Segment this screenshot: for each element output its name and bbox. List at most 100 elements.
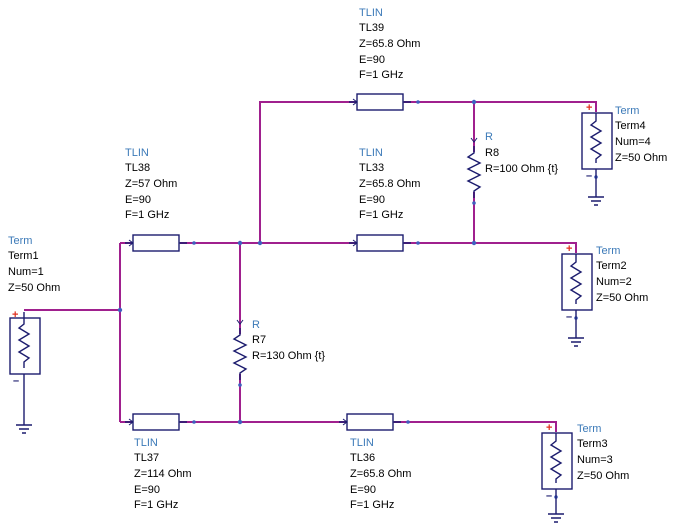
label-term2: Term Term2 Num=2 Z=50 Ohm — [596, 245, 648, 304]
param-z: Z=114 Ohm — [134, 468, 192, 480]
tlin-tl37[interactable] — [125, 413, 196, 431]
param-f: F=1 GHz — [125, 209, 169, 221]
tlin-body[interactable] — [346, 413, 394, 431]
component-type: TLIN — [125, 147, 149, 159]
junction-dot — [117, 307, 123, 313]
term-body[interactable] — [541, 432, 573, 490]
param-num: Num=1 — [8, 266, 44, 278]
tlin-body[interactable] — [132, 413, 180, 431]
term-resistor-icon — [17, 312, 31, 368]
term-term3[interactable]: + – — [541, 422, 573, 523]
label-tl36: TLIN TL36 Z=65.8 Ohm E=90 F=1 GHz — [350, 437, 411, 511]
pin-arrow-icon — [128, 418, 134, 426]
component-name: Term3 — [577, 438, 608, 450]
component-type: TLIN — [134, 437, 158, 449]
component-name: R8 — [485, 147, 499, 159]
label-term4: Term Term4 Num=4 Z=50 Ohm — [615, 105, 667, 164]
wire-branch-up — [259, 101, 356, 243]
pin-arrow-icon — [470, 137, 478, 143]
minus-marker-icon: – — [546, 490, 552, 502]
junction-dot — [237, 419, 243, 425]
component-type: Term — [8, 235, 32, 247]
component-type: Term — [577, 423, 601, 435]
term-resistor-icon — [549, 433, 563, 483]
pin-dot — [416, 100, 420, 104]
param-e: E=90 — [125, 194, 151, 206]
component-name: Term2 — [596, 260, 627, 272]
param-z: Z=50 Ohm — [596, 292, 648, 304]
pin-dot — [416, 241, 420, 245]
wires — [24, 101, 597, 432]
component-name: R7 — [252, 334, 266, 346]
param-e: E=90 — [359, 194, 385, 206]
pin-arrow-icon — [128, 239, 134, 247]
label-r8: R R8 R=100 Ohm {t} — [485, 131, 558, 175]
param-r: R=130 Ohm {t} — [252, 350, 325, 362]
component-type: Term — [615, 105, 639, 117]
label-tl39: TLIN TL39 Z=65.8 Ohm E=90 F=1 GHz — [359, 7, 420, 81]
minus-marker-icon: – — [13, 375, 19, 387]
junction-dot — [257, 240, 263, 246]
param-f: F=1 GHz — [350, 499, 394, 511]
component-type: R — [252, 319, 260, 331]
param-e: E=90 — [134, 484, 160, 496]
wire-tl33-term2 — [404, 242, 577, 253]
term-body[interactable] — [9, 317, 41, 375]
resistor-r8[interactable] — [466, 137, 482, 205]
pin-dot — [192, 420, 196, 424]
pin-arrow-icon — [236, 319, 244, 325]
param-f: F=1 GHz — [359, 69, 403, 81]
term-term1[interactable]: + – — [9, 309, 41, 434]
tlin-tl38[interactable] — [125, 234, 196, 252]
plus-marker-icon: + — [586, 102, 592, 114]
tlin-tl36[interactable] — [339, 413, 410, 431]
component-name: TL38 — [125, 162, 150, 174]
tlin-body[interactable] — [356, 93, 404, 111]
ground-icon — [548, 513, 564, 523]
tlin-tl39[interactable] — [349, 93, 420, 111]
component-type: Term — [596, 245, 620, 257]
resistor-r7[interactable] — [232, 319, 248, 387]
term-resistor-icon — [569, 254, 583, 304]
param-z: Z=65.8 Ohm — [350, 468, 411, 480]
param-num: Num=4 — [615, 136, 651, 148]
resistor-zigzag-icon[interactable] — [232, 328, 248, 380]
junctions — [117, 99, 477, 425]
plus-marker-icon: + — [12, 309, 18, 321]
minus-marker-icon: – — [586, 170, 592, 182]
plus-marker-icon: + — [566, 243, 572, 255]
param-num: Num=3 — [577, 454, 613, 466]
minus-marker-icon: – — [566, 311, 572, 323]
resistor-zigzag-icon[interactable] — [466, 146, 482, 198]
tlin-tl33[interactable] — [349, 234, 420, 252]
junction-dot — [237, 240, 243, 246]
param-z: Z=50 Ohm — [8, 282, 60, 294]
param-e: E=90 — [359, 54, 385, 66]
component-name: TL39 — [359, 22, 384, 34]
component-name: Term4 — [615, 120, 646, 132]
param-e: E=90 — [350, 484, 376, 496]
term-body[interactable] — [581, 112, 613, 170]
ground-icon — [568, 337, 584, 347]
pin-dot — [472, 201, 476, 205]
term-term2[interactable]: + – — [561, 243, 593, 347]
pin-arrow-icon — [352, 239, 358, 247]
component-name: Term1 — [8, 250, 39, 262]
pin-arrow-icon — [342, 418, 348, 426]
term-body[interactable] — [561, 253, 593, 311]
component-type: TLIN — [359, 147, 383, 159]
param-z: Z=50 Ohm — [615, 152, 667, 164]
ground-icon — [588, 196, 604, 206]
param-f: F=1 GHz — [134, 499, 178, 511]
tlin-body[interactable] — [132, 234, 180, 252]
wire-tl39-term4 — [404, 101, 597, 112]
term-term4[interactable]: + – — [581, 102, 613, 206]
param-f: F=1 GHz — [359, 209, 403, 221]
pin-dot — [238, 383, 242, 387]
param-num: Num=2 — [596, 276, 632, 288]
component-name: TL36 — [350, 452, 375, 464]
tlin-body[interactable] — [356, 234, 404, 252]
junction-dot — [471, 240, 477, 246]
component-type: TLIN — [350, 437, 374, 449]
ground-icon — [16, 424, 32, 434]
